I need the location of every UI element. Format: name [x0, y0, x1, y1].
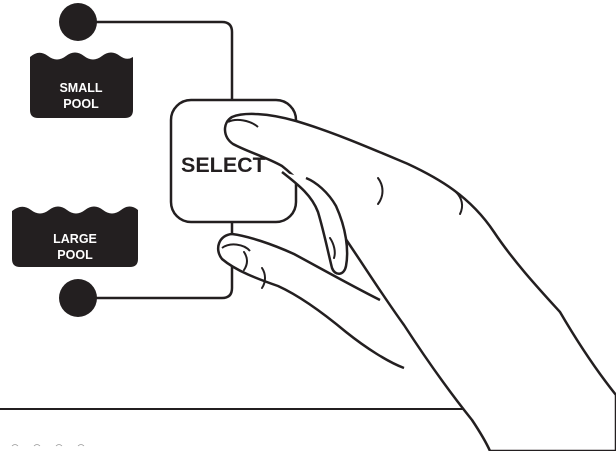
- large-pool-indicator-light: [59, 279, 97, 317]
- small-pool-label-line1: SMALL: [59, 81, 102, 95]
- small-pool-indicator-light: [59, 3, 97, 41]
- small-pool-wave-icon: [30, 52, 133, 118]
- index-fingernail: [227, 118, 259, 128]
- thumb-nail: [221, 243, 251, 252]
- connector-line-bottom: [80, 222, 234, 300]
- large-pool-badge: LARGE POOL: [12, 206, 138, 267]
- large-pool-label-line1: LARGE: [53, 232, 97, 246]
- hand-middle-finger: [281, 171, 349, 275]
- large-pool-label-line2: POOL: [57, 248, 93, 262]
- large-pool-wave-icon: [12, 206, 138, 267]
- small-pool-badge: SMALL POOL: [30, 52, 133, 118]
- hand-creases: [243, 177, 464, 289]
- connector-line-top: [80, 20, 234, 105]
- select-button-label[interactable]: SELECT: [181, 153, 266, 177]
- pointing-hand-icon: [216, 112, 616, 451]
- hand-thumb: [216, 232, 405, 370]
- small-pool-label-line2: POOL: [63, 97, 99, 111]
- panel-edge-ticks: [11, 444, 85, 447]
